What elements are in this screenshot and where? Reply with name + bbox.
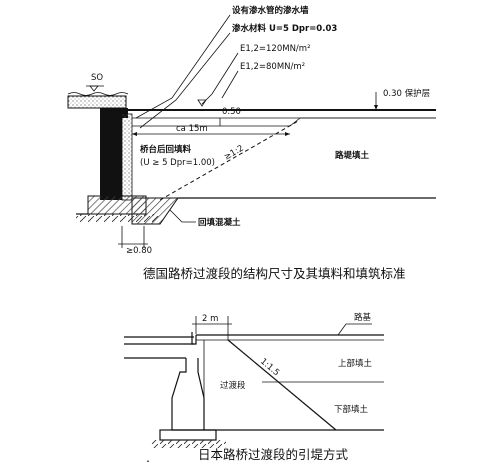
slope-dashed-line — [159, 119, 301, 201]
approach-slab-joint — [191, 332, 197, 345]
dim-080-label: ≥0.80 — [126, 246, 152, 256]
dim-15m-arrow-right — [285, 132, 290, 136]
so-marker — [89, 85, 99, 92]
so-label: SO — [91, 73, 103, 83]
ground-hatch-2 — [150, 440, 226, 448]
subgrade-leader-drop — [337, 323, 347, 336]
slope-line-2 — [227, 339, 337, 431]
bridge-deck — [67, 95, 127, 109]
concrete-label: 回填混凝土 — [198, 217, 241, 228]
lower-fill-label: 下部填土 — [334, 404, 369, 415]
protect-label: 0.30 保护层 — [383, 88, 430, 99]
subgrade-label: 路基 — [354, 312, 372, 323]
abutment-footing-2 — [159, 429, 217, 441]
embank-label: 路堤填土 — [335, 150, 370, 161]
backfill-name-label: 桥台后回填料 — [140, 144, 192, 155]
e-top-label: E1,2=120MN/m² — [240, 44, 310, 54]
dim-050-label: 0.50 — [222, 107, 241, 117]
drain-layer-leader — [135, 14, 231, 119]
backfill-spec-label: (U ≥ 5 Dpr=1.00) — [140, 158, 215, 168]
concrete-leader — [169, 209, 196, 223]
material-label: 渗水材料 U=5 Dpr=0.03 — [232, 23, 337, 34]
abutment-pier — [171, 358, 205, 431]
drainage-wall — [121, 113, 133, 201]
figure1-german-transition: SO 0.50 ca 15m 设有渗水管的渗水 — [67, 5, 436, 281]
ground-hatch — [76, 214, 160, 222]
caption-dot: . — [146, 450, 150, 465]
e-bottom-leader — [221, 70, 239, 99]
drain-layer-label: 设有渗水管的渗水墙 — [232, 5, 309, 16]
protect-arrow — [374, 105, 378, 110]
e-top-marker — [197, 99, 207, 107]
transition-label: 过渡段 — [220, 380, 246, 391]
figure1-caption: 德国路桥过渡段的结构尺寸及其填料和填筑标准 — [143, 266, 406, 281]
dim-2m-label: 2 m — [202, 314, 218, 324]
figure2-japanese-transition: 2 m 路基 1:1.5 上部填土 过渡段 下部填土 . 日本路桥过渡段的引堤方… — [124, 312, 384, 465]
e-bottom-label: E1,2=80MN/m² — [240, 62, 305, 72]
upper-fill-label: 上部填土 — [338, 358, 373, 369]
layer-step — [289, 117, 301, 127]
deck-wavy-surface — [67, 92, 129, 96]
abutment-cap — [100, 108, 128, 118]
dim-15m-arrow-left — [132, 132, 137, 136]
material-leader — [139, 32, 231, 129]
slope-label: ≥1:2 — [223, 144, 246, 163]
abutment-wall — [100, 110, 122, 200]
figure2-caption: 日本路桥过渡段的引堤方式 — [198, 447, 349, 462]
dim-15m-label: ca 15m — [176, 124, 208, 134]
